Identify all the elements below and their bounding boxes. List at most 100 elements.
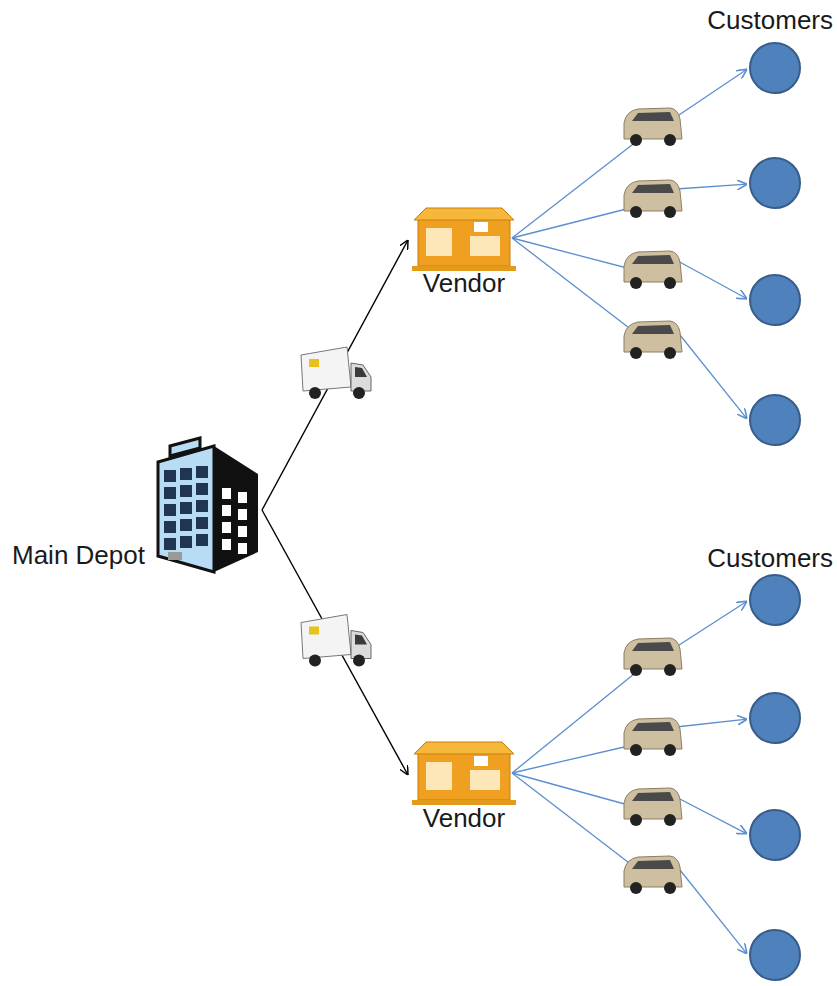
van-route-arrow xyxy=(676,719,747,727)
customer-circle xyxy=(750,43,800,93)
delivery-van xyxy=(624,718,682,756)
building-window xyxy=(222,505,231,516)
van-body xyxy=(624,251,682,282)
customer-circle xyxy=(750,693,800,743)
truck-logo xyxy=(309,627,319,635)
building-window xyxy=(222,488,231,499)
truck-cab xyxy=(351,363,371,391)
building-side xyxy=(214,446,258,572)
building-window xyxy=(238,492,247,503)
truck-logo xyxy=(309,359,319,367)
building-window xyxy=(180,502,192,514)
building-window xyxy=(180,485,192,497)
building-window xyxy=(238,526,247,537)
building-front xyxy=(158,446,214,572)
van-route-line xyxy=(512,661,650,773)
shop-roof xyxy=(414,742,514,754)
delivery-van xyxy=(624,321,682,359)
van-body xyxy=(624,788,682,819)
truck-window xyxy=(355,367,367,377)
building-window xyxy=(180,536,192,548)
van-windows xyxy=(632,860,674,869)
van-wheel xyxy=(664,814,676,826)
shop-body xyxy=(418,752,510,800)
building-window xyxy=(238,509,247,520)
van-wheel xyxy=(664,744,676,756)
van-wheel xyxy=(664,277,676,289)
vendor-shop-icon xyxy=(412,742,516,805)
vendor-node: Vendor xyxy=(408,740,520,840)
customer-circle xyxy=(750,395,800,445)
van-route-arrow xyxy=(676,797,747,834)
depot-node: Main Depot xyxy=(8,445,262,577)
delivery-van xyxy=(624,856,682,894)
van-route-arrow xyxy=(676,865,747,954)
building-window xyxy=(164,538,176,550)
shop-window xyxy=(470,236,500,256)
shop-window xyxy=(426,228,452,256)
van-body xyxy=(624,856,682,887)
delivery-truck xyxy=(301,347,371,399)
truck-box xyxy=(301,347,351,391)
node-label: Vendor xyxy=(423,269,505,299)
building-window xyxy=(164,487,176,499)
shop-sign xyxy=(474,222,488,232)
van-windows xyxy=(632,722,674,731)
van-wheel xyxy=(630,744,642,756)
truck-window xyxy=(355,635,367,645)
van-wheel xyxy=(664,664,676,676)
van-windows xyxy=(632,325,674,334)
shop-window xyxy=(426,762,452,790)
van-body xyxy=(624,638,682,669)
shop-roof xyxy=(414,208,514,220)
delivery-van xyxy=(624,180,682,218)
node-label: Vendor xyxy=(423,804,505,834)
van-wheel xyxy=(630,347,642,359)
truck-wheel xyxy=(309,387,321,399)
building-window xyxy=(196,500,208,512)
van-wheel xyxy=(664,206,676,218)
shop-body xyxy=(418,218,510,266)
truck-route-arrow xyxy=(262,240,408,510)
depot-building xyxy=(158,438,258,572)
group-label: Customers xyxy=(707,544,833,574)
vendor-shop-icon xyxy=(412,208,516,271)
truck-wheel xyxy=(309,655,321,667)
van-route-arrow xyxy=(676,69,747,117)
customer-circle xyxy=(750,575,800,625)
shop-sign xyxy=(474,756,488,766)
group-label: Customers xyxy=(707,6,833,36)
van-windows xyxy=(632,184,674,193)
delivery-van xyxy=(624,788,682,826)
building-window xyxy=(196,483,208,495)
customer-circle xyxy=(750,275,800,325)
building-window xyxy=(164,504,176,516)
van-route-arrow xyxy=(676,260,747,299)
van-wheel xyxy=(630,206,642,218)
building-window xyxy=(196,534,208,546)
building-window xyxy=(196,466,208,478)
van-wheel xyxy=(630,134,642,146)
van-windows xyxy=(632,112,674,121)
van-windows xyxy=(632,792,674,801)
truck-wheel xyxy=(353,387,365,399)
van-wheel xyxy=(630,814,642,826)
building-window xyxy=(238,543,247,554)
van-route-arrow xyxy=(676,601,747,647)
van-body xyxy=(624,180,682,211)
node-label: Main Depot xyxy=(12,541,145,571)
van-wheel xyxy=(630,277,642,289)
customer-circle xyxy=(750,930,800,980)
delivery-truck xyxy=(301,615,371,667)
van-wheel xyxy=(630,664,642,676)
van-windows xyxy=(632,642,674,651)
van-wheel xyxy=(664,347,676,359)
truck-cab xyxy=(351,631,371,659)
van-route-arrow xyxy=(676,184,747,189)
van-wheel xyxy=(664,134,676,146)
building-top xyxy=(170,438,200,456)
truck-wheel xyxy=(353,655,365,667)
van-windows xyxy=(632,255,674,264)
